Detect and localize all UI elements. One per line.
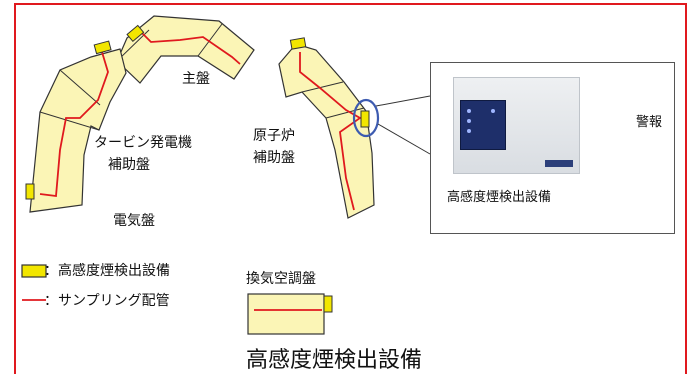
reactor-panel-detector-top	[289, 37, 307, 50]
reactor-panel-divider	[325, 107, 365, 119]
detector-callout: 高感度煙検出設備	[430, 62, 675, 234]
hvac-panel-label: 換気空調盤	[246, 271, 316, 287]
turbine-panel-label-line2: 補助盤	[108, 157, 150, 173]
reactor-panel-piping	[299, 52, 362, 211]
electric-panel-label: 電気盤	[113, 213, 155, 229]
callout-line	[375, 95, 431, 107]
turbine-panel-divider	[39, 111, 100, 131]
turbine-panel-detector	[93, 40, 112, 55]
legend-detector-text: ：高感度煙検出設備	[44, 263, 170, 279]
callout-line	[377, 123, 431, 155]
main-panel-divider	[197, 23, 223, 57]
main-panel-piping	[139, 30, 241, 65]
turbine-panel-label-line1: タービン発電機	[94, 135, 192, 151]
hvac-panel-shape	[247, 293, 325, 335]
turbine-panel-piping	[39, 51, 109, 198]
main-panel-detector	[126, 24, 145, 43]
diagram-title: 高感度煙検出設備	[246, 348, 423, 373]
detector-display-window	[460, 100, 506, 150]
turbine-panel-divider	[59, 69, 101, 106]
main-panel-label: 主盤	[182, 71, 210, 87]
detector-unit-image	[453, 77, 580, 174]
hvac-panel-detector	[323, 295, 333, 313]
detector-nameplate	[545, 160, 573, 167]
highlight-circle	[352, 98, 380, 138]
alarm-label: 警報	[636, 115, 663, 130]
reactor-panel-label-line1: 原子炉	[253, 128, 295, 144]
legend-detector-swatch	[21, 264, 47, 278]
reactor-panel-detector-side	[360, 110, 370, 128]
outer-frame	[14, 3, 687, 374]
callout-caption: 高感度煙検出設備	[447, 190, 552, 205]
reactor-panel-divider	[301, 81, 344, 93]
turbine-panel-shape	[29, 48, 127, 213]
main-panel-shape	[116, 15, 255, 84]
reactor-panel-label-line2: 補助盤	[253, 150, 295, 166]
legend-piping-text: ：サンプリング配管	[44, 293, 170, 309]
electric-panel-detector	[25, 183, 35, 200]
